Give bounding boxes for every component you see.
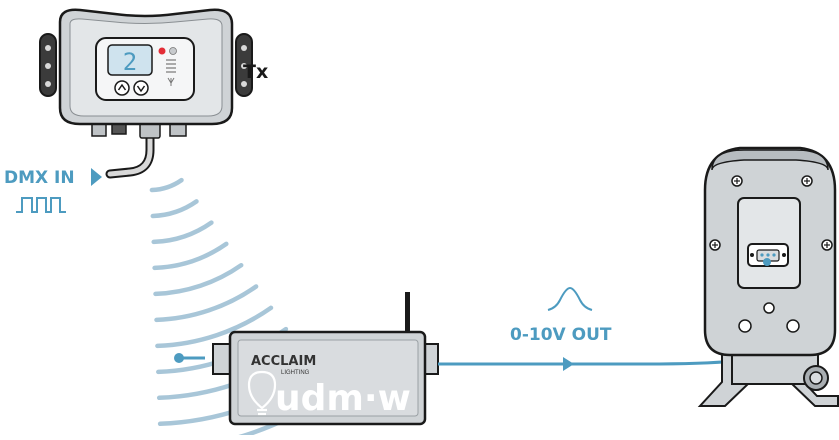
transmitter-label: Tx	[243, 61, 268, 83]
signal-arc	[152, 241, 229, 271]
signal-arc	[150, 199, 199, 219]
arrow-icon	[91, 168, 102, 186]
brand-sub-text: LIGHTING	[281, 370, 310, 376]
signal-arc	[151, 220, 214, 245]
output-label: 0-10V OUT	[510, 325, 612, 345]
brand-logo-text: ACCLAIM	[251, 354, 316, 369]
output-arrow-icon	[563, 357, 574, 371]
up-button-icon	[114, 80, 130, 96]
bulb-icon	[247, 370, 277, 416]
signal-arc	[155, 305, 274, 349]
signal-arc	[154, 284, 259, 323]
sine-icon	[547, 286, 593, 311]
display-digit: 2	[123, 48, 137, 76]
model-text: udm·w	[275, 378, 411, 419]
light-fixture	[697, 146, 839, 407]
signal-arc	[153, 262, 244, 297]
pulse-icon	[16, 197, 66, 213]
transmitter-device: 2	[39, 8, 253, 179]
down-button-icon	[133, 80, 149, 96]
dmx-in-label: DMX IN	[4, 168, 75, 188]
dimmer-receiver: ACCLAIM LIGHTING udm·w	[212, 292, 439, 426]
signal-arc	[149, 177, 184, 193]
